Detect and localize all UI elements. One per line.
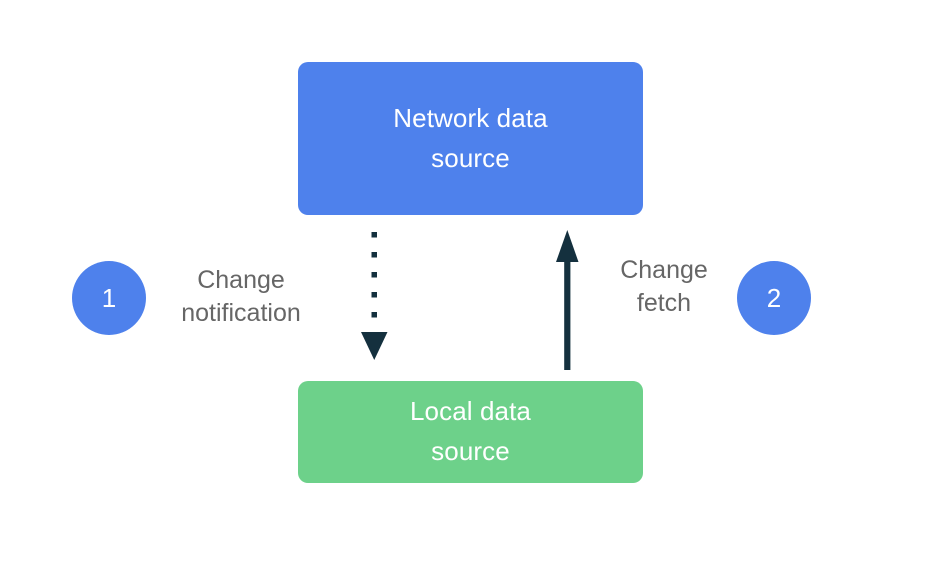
arrow-change-notification-downward-icon xyxy=(361,232,388,360)
step-badge-2-number: 2 xyxy=(766,283,782,313)
node-network-data-source[interactable]: Network data source xyxy=(298,62,643,215)
node-local-data-source[interactable]: Local data source xyxy=(298,381,643,483)
step-badge-1-number: 1 xyxy=(101,283,117,313)
node-local-data-source-label: Local data source xyxy=(410,396,531,466)
arrow-change-fetch-upward-icon xyxy=(556,230,579,370)
step-badge-2[interactable]: 2 xyxy=(737,261,811,335)
edge-label-change-notification: Change notification xyxy=(181,266,301,327)
edge-label-change-fetch: Change fetch xyxy=(620,256,708,317)
node-network-data-source-label: Network data source xyxy=(393,102,548,173)
step-badge-1[interactable]: 1 xyxy=(72,261,146,335)
